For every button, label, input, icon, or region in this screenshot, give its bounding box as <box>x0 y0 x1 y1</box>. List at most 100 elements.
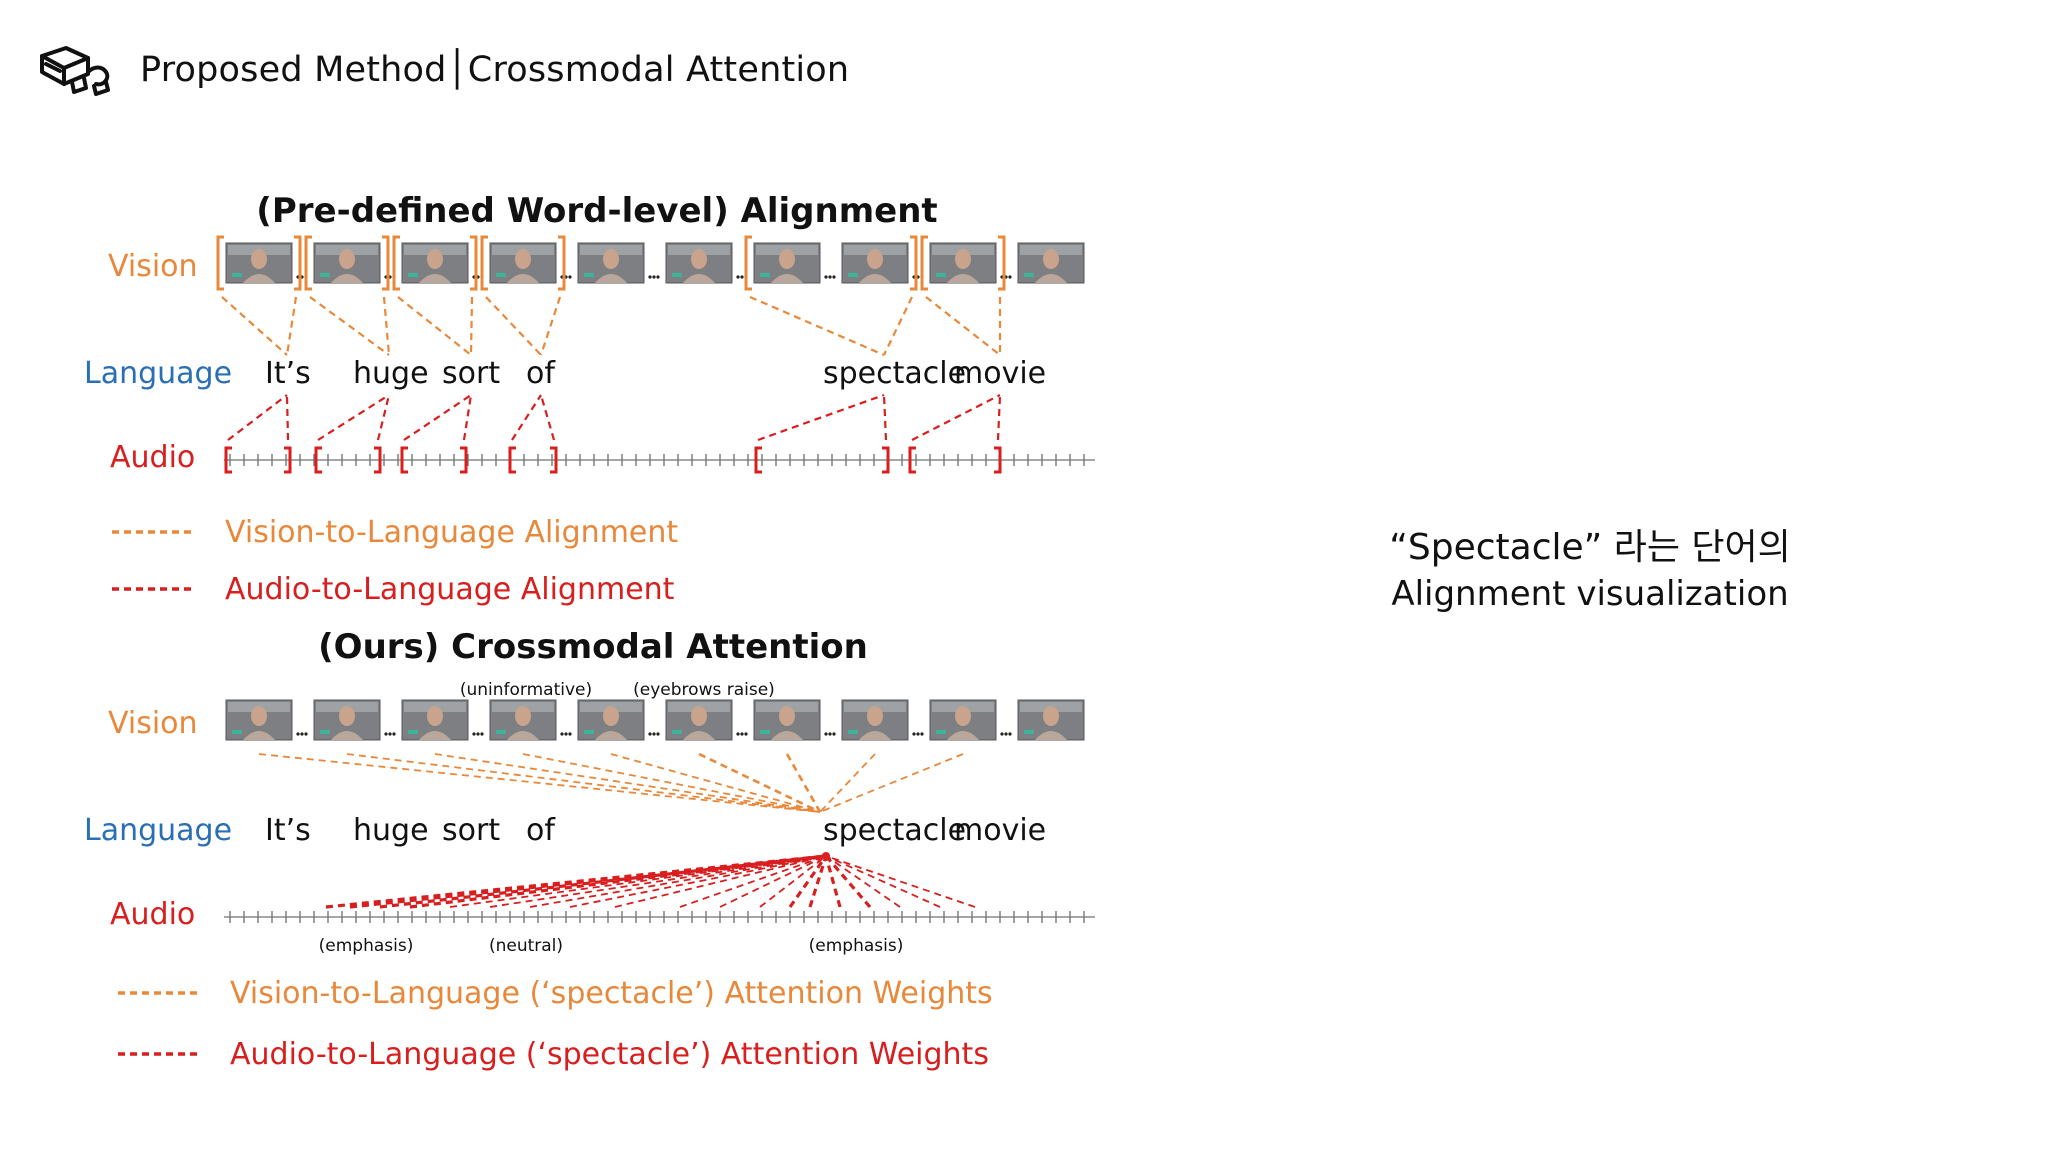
top-word: movie <box>954 356 1046 391</box>
side-note-line-1: “Spectacle” 라는 단어의 <box>1389 527 1791 568</box>
face-shape <box>955 249 971 269</box>
top-vision-frame <box>841 242 909 284</box>
bottom-vision-ellipsis-dot <box>740 732 744 736</box>
face-shape <box>867 706 883 726</box>
alignment-diagram: (Pre-defined Word-level) AlignmentVision… <box>84 191 1095 1072</box>
bottom-vision-ellipsis-dot <box>744 732 748 736</box>
shoulder-shape <box>331 731 363 740</box>
bottom-vision-ellipsis-dot <box>656 732 660 736</box>
top-audio-alignment-line <box>911 394 1001 441</box>
top-audio-bracket-left <box>908 446 916 474</box>
bottom-audio-attention-line <box>808 855 828 908</box>
top-vision-ellipsis-dot <box>828 275 832 279</box>
shoulder-shape <box>331 274 363 283</box>
frame-tag <box>408 273 418 277</box>
frame-tag <box>584 273 594 277</box>
top-audio-bracket-right <box>550 446 558 474</box>
side-note-line-2: Alignment visualization <box>1391 574 1789 614</box>
bottom-audio-attention-line <box>614 855 827 908</box>
shoulder-shape <box>243 731 275 740</box>
frame-tag <box>496 730 506 734</box>
top-vision-ellipsis-dot <box>736 275 740 279</box>
bottom-row-label-vision: Vision <box>108 706 198 741</box>
top-vision-bracket-right <box>558 235 566 291</box>
bottom-vision-ellipsis-dot <box>1008 732 1012 736</box>
shoulder-shape <box>683 274 715 283</box>
top-vision-alignment-line <box>539 296 562 356</box>
face-shape <box>427 249 443 269</box>
bottom-vision-ellipsis-dot <box>652 732 656 736</box>
bottom-vision-ellipsis-dot <box>916 732 920 736</box>
top-panel-title: (Pre-defined Word-level) Alignment <box>256 191 937 231</box>
frame-tag <box>848 730 858 734</box>
bottom-vision-attention-line <box>434 753 821 813</box>
bottom-vision-ellipsis-dot <box>824 732 828 736</box>
top-vision-ellipsis-dot <box>656 275 660 279</box>
top-vision-frame <box>489 242 557 284</box>
frame-tag <box>320 273 330 277</box>
face-shape <box>1043 249 1059 269</box>
top-word: It’s <box>265 356 311 391</box>
top-row-label-vision: Vision <box>108 249 198 284</box>
top-row-label-language: Language <box>84 356 232 391</box>
top-vision-bracket-right <box>910 235 918 291</box>
bottom-vision-ellipsis-dot <box>304 732 308 736</box>
frame-tag <box>232 273 242 277</box>
frame-tag <box>760 730 770 734</box>
shoulder-shape <box>771 274 803 283</box>
vision-annotation: (uninformative) <box>460 680 592 700</box>
face-shape <box>251 706 267 726</box>
face-shape <box>691 249 707 269</box>
top-vision-alignment-line <box>285 296 298 356</box>
frame-tag <box>584 730 594 734</box>
frame-tag <box>936 273 946 277</box>
face-shape <box>955 706 971 726</box>
top-audio-bracket-right <box>460 446 468 474</box>
top-audio-alignment-line <box>996 394 1002 441</box>
top-vision-ellipsis-dot <box>568 275 572 279</box>
top-vision-bracket-left <box>216 235 224 291</box>
bottom-vision-attention-line <box>522 753 821 813</box>
top-audio-alignment-line <box>285 394 290 441</box>
top-vision-frame <box>1017 242 1085 284</box>
shoulder-shape <box>859 274 891 283</box>
slide-title: Proposed Method│Crossmodal Attention <box>140 50 850 90</box>
bottom-audio-attention-line <box>409 854 827 909</box>
top-vision-bracket-left <box>920 235 928 291</box>
face-shape <box>515 249 531 269</box>
glasses-3d-icon <box>40 46 110 96</box>
bottom-word: sort <box>442 813 500 848</box>
audio-annotation: (neutral) <box>489 936 563 956</box>
bottom-audio-attention-line <box>449 855 827 908</box>
audio-attention-hub <box>822 852 830 860</box>
audio-annotation: (emphasis) <box>319 936 414 956</box>
bottom-word: of <box>526 813 556 848</box>
bottom-word: huge <box>353 813 429 848</box>
face-shape <box>339 249 355 269</box>
side-note: “Spectacle” 라는 단어의 Alignment visualizati… <box>1330 525 1850 617</box>
top-audio-bracket-right <box>284 446 292 474</box>
face-shape <box>427 706 443 726</box>
face-shape <box>1043 706 1059 726</box>
top-vision-bracket-right <box>470 235 478 291</box>
top-audio-bracket-right <box>994 446 1002 474</box>
bottom-vision-frame <box>841 699 909 741</box>
frame-tag <box>320 730 330 734</box>
bottom-audio-attention-line <box>379 854 827 909</box>
bottom-vision-frame <box>577 699 645 741</box>
bottom-vision-ellipsis-dot <box>476 732 480 736</box>
slide-header: Proposed Method│Crossmodal Attention <box>36 40 849 100</box>
face-shape <box>779 249 795 269</box>
top-vision-ellipsis-dot <box>824 275 828 279</box>
top-audio-bracket-left <box>754 446 762 474</box>
bottom-vision-ellipsis-dot <box>392 732 396 736</box>
bottom-audio-attention-line <box>825 855 941 908</box>
bottom-audio-attention-line <box>679 855 827 908</box>
top-vision-ellipsis-dot <box>648 275 652 279</box>
vision-annotation: (eyebrows raise) <box>633 680 775 700</box>
bottom-vision-ellipsis-dot <box>920 732 924 736</box>
shoulder-shape <box>1035 274 1067 283</box>
top-vision-alignment-line <box>883 296 913 356</box>
bottom-audio-attention-line <box>788 855 828 908</box>
top-vision-alignment-line <box>469 296 474 356</box>
